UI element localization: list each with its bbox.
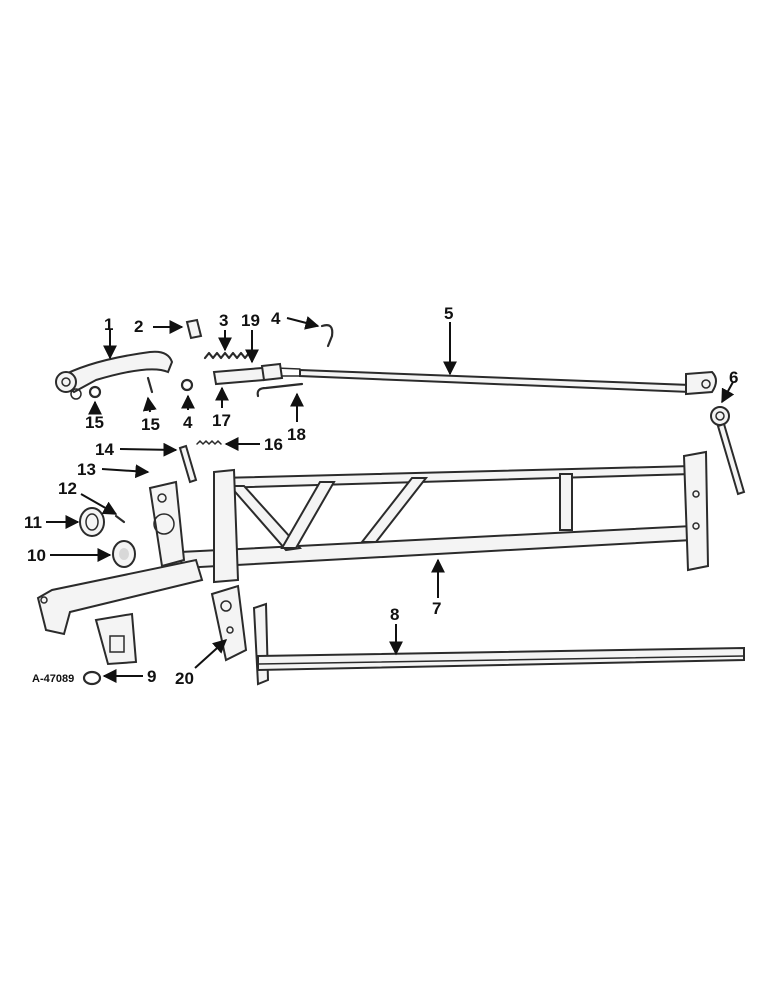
callout-labels: 1 2 3 19 4 5 6 15 15 4 17 18 14 16 13 12… (24, 304, 738, 688)
clevis-part (212, 362, 284, 386)
callout-14: 14 (95, 440, 114, 459)
lever-arm-part (55, 350, 174, 400)
callout-5: 5 (444, 304, 453, 323)
small-hardware (88, 376, 194, 399)
callout-15-left: 15 (85, 413, 104, 432)
callout-2: 2 (134, 317, 143, 336)
callout-7: 7 (432, 599, 441, 618)
callout-6: 6 (729, 368, 738, 387)
callout-11: 11 (24, 513, 42, 532)
cotter-pin-part (320, 324, 334, 348)
hook-part (256, 382, 304, 398)
bushing-ring-part (79, 507, 105, 537)
callout-18: 18 (287, 425, 306, 444)
callout-20: 20 (175, 669, 194, 688)
eyebolt-part (710, 406, 746, 496)
callout-19: 19 (241, 311, 260, 330)
figure-reference-number: A-47089 (32, 673, 74, 685)
screw-part (114, 514, 126, 524)
callout-4-top: 4 (271, 309, 281, 328)
hub-part (112, 540, 136, 568)
long-rod-part (275, 367, 717, 396)
callout-4-bottom: 4 (183, 413, 193, 432)
callout-8: 8 (390, 605, 399, 624)
callout-1: 1 (104, 315, 113, 334)
callout-9: 9 (147, 667, 156, 686)
callout-15-right: 15 (141, 415, 160, 434)
spring-part (203, 351, 255, 360)
callout-17: 17 (212, 411, 231, 430)
bolt-part (178, 444, 198, 484)
callout-12: 12 (58, 479, 77, 498)
callout-16: 16 (264, 435, 283, 454)
main-frame-part (178, 450, 710, 584)
callout-3: 3 (219, 311, 228, 330)
hitch-tongue-part (36, 480, 204, 666)
callout-10: 10 (27, 546, 46, 565)
callout-13: 13 (77, 460, 96, 479)
nut-part (82, 670, 102, 686)
bracket-part (210, 584, 248, 662)
channel-part (252, 602, 745, 686)
pin-part (185, 318, 203, 340)
leader-lines (46, 316, 735, 683)
small-spring-part (196, 439, 222, 446)
